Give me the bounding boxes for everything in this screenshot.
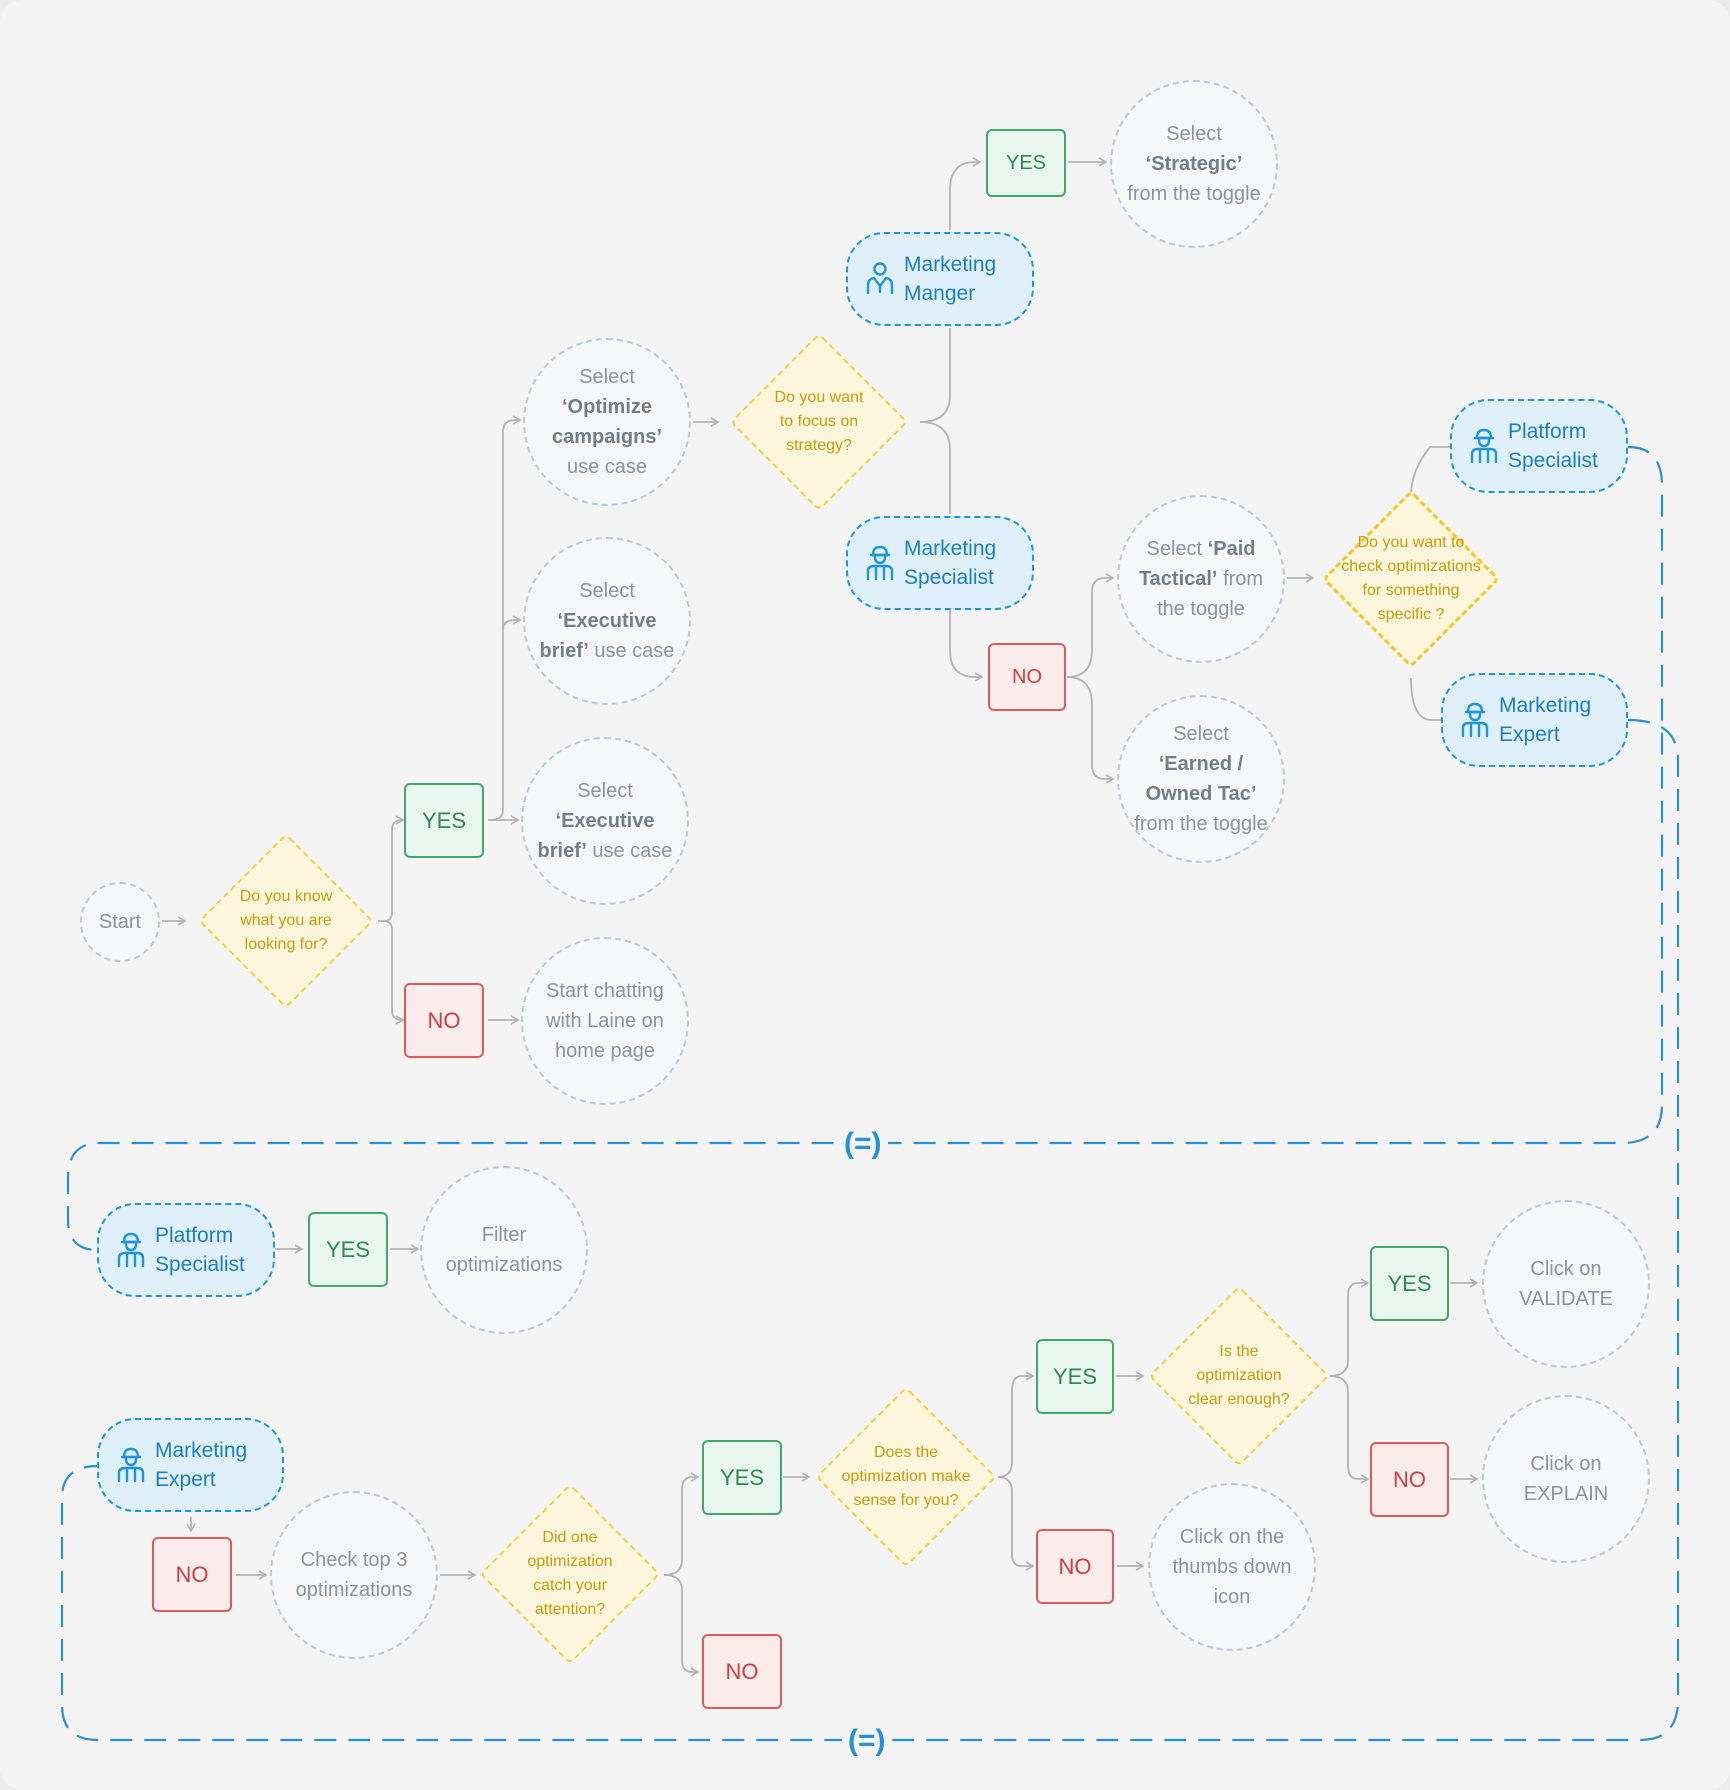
engineer-icon xyxy=(117,1232,145,1268)
action-click-explain: Click on EXPLAIN xyxy=(1482,1395,1650,1563)
no-box-sense: NO xyxy=(1036,1529,1114,1604)
action-optimize-campaigns: Select‘Optimize campaigns’use case xyxy=(523,338,691,506)
action-executive-brief-1: Select‘Executive brief’ use case xyxy=(523,537,691,705)
yes-box-know: YES xyxy=(404,783,484,858)
start-node: Start xyxy=(80,882,160,962)
no-box-clear: NO xyxy=(1370,1442,1449,1517)
action-select-earned-owned: Select‘Earned / Owned Tac’from the toggl… xyxy=(1117,695,1285,863)
engineer-icon xyxy=(1470,428,1498,464)
yes-box-platform: YES xyxy=(308,1212,388,1287)
action-executive-brief-2: Select‘Executive brief’ use case xyxy=(521,737,689,905)
yes-box-sense: YES xyxy=(1036,1339,1114,1414)
question-catch-attention: Did one optimization catch your attentio… xyxy=(478,1483,662,1665)
no-box-know: NO xyxy=(404,983,484,1058)
yes-box-clear: YES xyxy=(1370,1246,1449,1321)
question-know-what-looking-for: Do you know what you are looking for? xyxy=(196,833,376,1009)
equal-mark-top: (=) xyxy=(838,1127,888,1161)
action-select-strategic: Select‘Strategic’from the toggle xyxy=(1110,80,1278,248)
no-box-strategy: NO xyxy=(988,643,1066,711)
action-filter-optimizations: Filter optimizations xyxy=(420,1166,588,1334)
no-box-expert: NO xyxy=(152,1537,232,1612)
question-clear-enough: Is the optimization clear enough? xyxy=(1148,1285,1330,1467)
action-click-validate: Click on VALIDATE xyxy=(1482,1200,1650,1368)
action-check-top-3: Check top 3 optimizations xyxy=(270,1491,438,1659)
yes-box-strategy: YES xyxy=(986,129,1066,197)
question-makes-sense: Does the optimization make sense for you… xyxy=(815,1386,997,1568)
engineer-icon xyxy=(117,1447,145,1483)
yes-box-catch: YES xyxy=(702,1440,782,1515)
equal-mark-bottom: (=) xyxy=(842,1724,892,1758)
action-select-paid-tactical: Select ‘Paid Tactical’ from the toggle xyxy=(1117,495,1285,663)
engineer-icon xyxy=(866,545,894,581)
person-icon xyxy=(866,262,894,295)
question-check-something-specific: Do you want to check optimizations for s… xyxy=(1319,489,1503,669)
engineer-icon xyxy=(1461,702,1489,738)
question-focus-on-strategy: Do you want to focus on strategy? xyxy=(726,332,912,512)
no-box-catch: NO xyxy=(702,1634,782,1709)
action-start-chatting: Start chatting with Laine on home page xyxy=(521,937,689,1105)
action-thumbs-down: Click on the thumbs down icon xyxy=(1148,1483,1316,1651)
